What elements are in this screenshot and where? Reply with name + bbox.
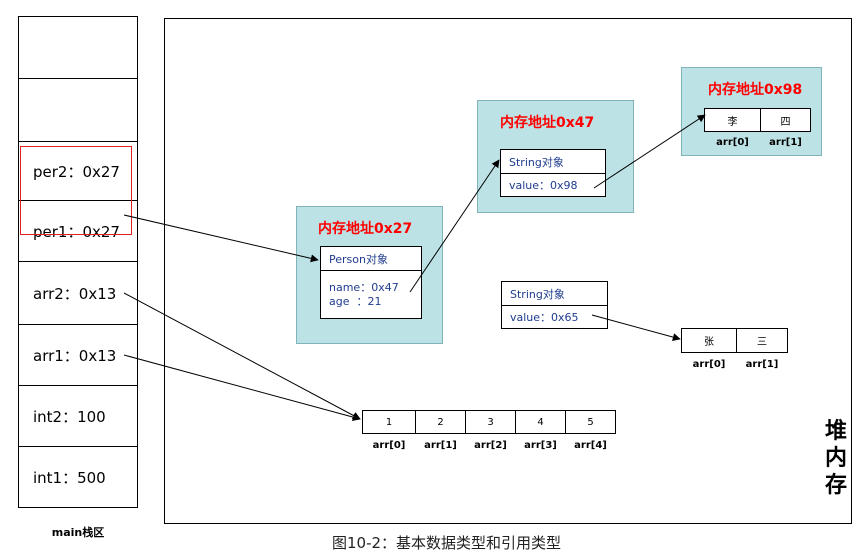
chararr98-index-0: arr[0] [716,137,749,148]
chararr65-cell-1: 三 [736,328,788,353]
stack-cell-empty-1 [18,16,138,79]
figure-caption: 图10-2：基本数据类型和引用类型 [332,534,562,552]
intarr-index-3: arr[3] [524,440,557,451]
stack-cell-arr1: arr1：0x13 [18,324,138,386]
string47-object-value: value：0x98 [500,173,606,197]
chararr98-cell-1: 四 [760,108,811,132]
person-address-title: 内存地址0x27 [318,221,413,237]
person-field-name: name：0x47 [329,281,399,294]
intarr-index-1: arr[1] [424,440,457,451]
chararr98-cell-0: 李 [704,108,761,132]
chararr65-index-1: arr[1] [745,359,779,370]
intarr-cell-2: 3 [465,410,516,434]
person-field-age: age ：21 [329,295,382,308]
stack-cell-arr2: arr2：0x13 [18,261,138,325]
person-object-header: Person对象 [320,246,422,271]
intarr-index-0: arr[0] [372,440,406,451]
stack-cell-per1: per1：0x27 [18,200,138,262]
stack-cell-empty-2 [18,78,138,142]
stack-column: per2：0x27 per1：0x27 arr2：0x13 arr1：0x13 … [18,16,138,512]
intarr-cell-0: 1 [362,410,416,434]
intarr-index-2: arr[2] [474,440,507,451]
string47-address-title: 内存地址0x47 [500,115,595,131]
chararr98-index-1: arr[1] [769,137,802,148]
chararr65-index-0: arr[0] [692,359,726,370]
intarr-cell-1: 2 [415,410,466,434]
stack-cell-int1: int1：500 [18,446,138,508]
intarr-index-4: arr[4] [574,440,607,451]
stack-cell-per2: per2：0x27 [18,141,138,201]
chararr98-address-title: 内存地址0x98 [708,82,803,98]
stack-cell-int2: int2：100 [18,385,138,447]
chararr65-cell-0: 张 [681,328,737,353]
intarr-cell-4: 5 [565,410,616,434]
intarr-cell-3: 4 [515,410,566,434]
heap-label: 堆 内 存 [824,419,847,498]
string65-object-value: value：0x65 [501,305,608,329]
stack-label: main栈区 [51,526,105,539]
per-highlight-box [20,146,132,235]
string47-object-header: String对象 [500,149,606,174]
person-object-fields: name：0x47 age ：21 [320,270,422,319]
string65-object-header: String对象 [501,281,608,306]
